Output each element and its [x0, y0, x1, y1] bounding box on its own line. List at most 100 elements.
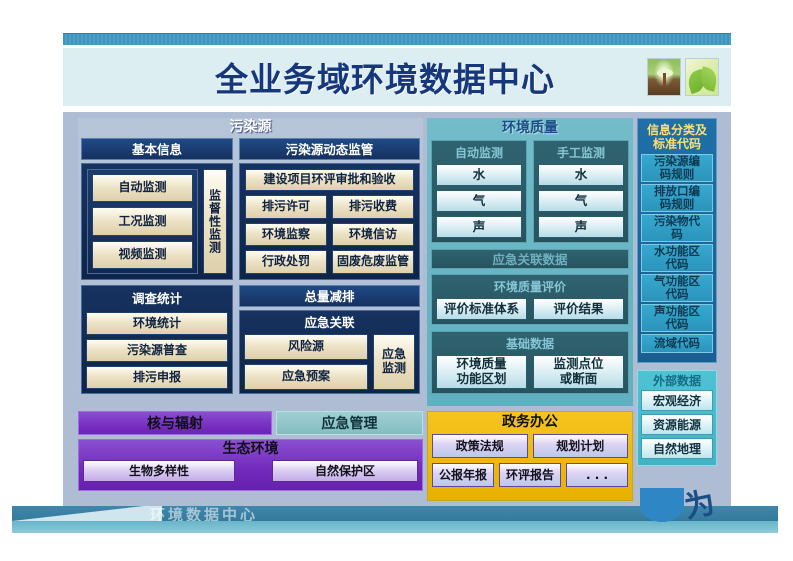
btn-eia-report[interactable]: 环评报告 — [499, 463, 561, 487]
dynamic-supervision-body: 建设项目环评审批和验收 排污许可 排污收费 环境监察 环境信访 行政处罚 固废危… — [239, 163, 420, 280]
btn-macro-economy[interactable]: 宏观经济 — [641, 390, 713, 411]
code-3-line1: 水功能区 — [654, 244, 700, 258]
info-classification-codes-section: 信息分类及 标准代码 污染源编 码规则 排放口编 码规则 污染物代 码 水功能区… — [637, 118, 717, 363]
btn-solid-hazard-waste[interactable]: 固废危废监管 — [332, 250, 414, 275]
btn-water-function-zone-code[interactable]: 水功能区 代码 — [641, 244, 713, 272]
btn-natural-geography[interactable]: 自然地理 — [641, 438, 713, 459]
btn-planning[interactable]: 规划计划 — [532, 434, 628, 458]
info-classification-codes-title: 信息分类及 标准代码 — [641, 122, 713, 154]
nuclear-radiation-section[interactable]: 核与辐射 — [78, 411, 272, 435]
emergency-link-header: 应急关联 — [304, 315, 355, 330]
btn-pollution-source-code-rule[interactable]: 污染源编 码规则 — [641, 154, 713, 182]
btn-pollutant-code[interactable]: 污染物代 码 — [641, 214, 713, 242]
btn-manual-noise[interactable]: 声 — [538, 216, 624, 238]
title-logo-group — [647, 58, 731, 96]
code-4-line1: 气功能区 — [654, 274, 700, 288]
auto-monitor-group: 自动监测 水 气 声 — [431, 140, 527, 243]
btn-basin-code[interactable]: 流域代码 — [641, 334, 713, 353]
codes-title-line2: 标准代码 — [652, 137, 701, 151]
btn-risk-source[interactable]: 风险源 — [244, 334, 368, 360]
quality-evaluation-header: 环境质量评价 — [493, 280, 566, 294]
basic-info-group: 基本信息 自动监测 工况监测 视频监测 监督性监测 — [81, 138, 233, 280]
total-reduction-header: 总量减排 — [239, 285, 420, 307]
code-5-line1: 声功能区 — [654, 304, 700, 318]
btn-outlet-code-rule[interactable]: 排放口编 码规则 — [641, 184, 713, 212]
btn-auto-air[interactable]: 气 — [436, 190, 522, 212]
emergency-related-data-bar: 应急关联数据 — [431, 249, 629, 269]
btn-air-function-zone-code[interactable]: 气功能区 代码 — [641, 274, 713, 302]
btn-env-inspection[interactable]: 环境监察 — [245, 222, 327, 247]
btn-discharge-permit[interactable]: 排污许可 — [245, 195, 327, 219]
btn-noise-function-zone-code[interactable]: 声功能区 代码 — [641, 304, 713, 332]
code-4-line2: 代码 — [665, 287, 689, 301]
btn-manual-air[interactable]: 气 — [538, 190, 624, 212]
btn-biodiversity[interactable]: 生物多样性 — [83, 460, 235, 482]
code-3-line2: 代码 — [665, 257, 689, 271]
btn-env-petition[interactable]: 环境信访 — [332, 222, 414, 247]
btn-bulletin-annual-report[interactable]: 公报年报 — [432, 463, 494, 487]
environmental-quality-title: 环境质量 — [502, 120, 558, 136]
basic-data-group: 基础数据 环境质量 功能区划 监测点位 或断面 — [431, 331, 629, 394]
leaf-photo-icon — [685, 58, 719, 96]
external-data-section: 外部数据 宏观经济 资源能源 自然地理 — [637, 370, 717, 466]
btn-nature-reserve[interactable]: 自然保护区 — [272, 460, 418, 482]
btn-env-statistics[interactable]: 环境统计 — [86, 312, 228, 335]
btn-eia-approval[interactable]: 建设项目环评审批和验收 — [245, 169, 414, 191]
title-band: 全业务域环境数据中心 — [63, 48, 731, 106]
btn-discharge-fee[interactable]: 排污收费 — [332, 195, 414, 219]
btn-auto-water[interactable]: 水 — [436, 164, 522, 186]
btn-resource-energy[interactable]: 资源能源 — [641, 414, 713, 435]
basic-info-header: 基本信息 — [81, 138, 233, 160]
survey-stats-group: 调查统计 环境统计 污染源普查 排污申报 — [81, 285, 233, 394]
survey-stats-header: 调查统计 — [131, 291, 182, 306]
btn-quality-function-zone[interactable]: 环境质量 功能区划 — [436, 355, 527, 389]
btn-auto-noise[interactable]: 声 — [436, 216, 522, 238]
btn-manual-water[interactable]: 水 — [538, 164, 624, 186]
btn-monitor-point-section-line1: 监测点位 — [553, 356, 604, 372]
btn-discharge-declaration[interactable]: 排污申报 — [86, 366, 228, 389]
page-title: 全业务域环境数据中心 — [215, 60, 555, 99]
btn-evaluation-standard[interactable]: 评价标准体系 — [436, 298, 527, 320]
code-5-line2: 代码 — [665, 317, 689, 331]
government-office-section: 政务办公 政策法规 规划计划 公报年报 环评报告 . . . — [427, 411, 633, 501]
ecology-title: 生态环境 — [222, 441, 279, 457]
top-ribbon-gap — [63, 45, 731, 48]
dynamic-supervision-group: 污染源动态监管 建设项目环评审批和验收 排污许可 排污收费 环境监察 环境信访 … — [239, 138, 420, 280]
sprout-photo-icon — [647, 58, 681, 96]
survey-stats-body: 调查统计 环境统计 污染源普查 排污申报 — [81, 285, 233, 394]
btn-quality-function-zone-line2: 功能区划 — [456, 371, 507, 386]
emergency-management-section[interactable]: 应急管理 — [276, 411, 423, 435]
footer-light-band — [12, 521, 778, 533]
footer-badge — [640, 488, 684, 522]
btn-auto-monitor[interactable]: 自动监测 — [92, 174, 193, 203]
btn-policy-regulation[interactable]: 政策法规 — [432, 434, 528, 458]
btn-monitor-point-section[interactable]: 监测点位 或断面 — [533, 355, 624, 389]
btn-monitor-point-section-line2: 或断面 — [559, 371, 598, 386]
btn-more[interactable]: . . . — [566, 463, 628, 487]
btn-evaluation-result[interactable]: 评价结果 — [533, 298, 624, 320]
manual-monitor-group: 手工监测 水 气 声 — [533, 140, 629, 243]
emergency-link-body: 应急关联 风险源 应急预案 应急监测 — [239, 310, 420, 394]
main-panel: 污染源 基本信息 自动监测 工况监测 视频监测 监督性监测 — [63, 112, 731, 507]
btn-emergency-plan[interactable]: 应急预案 — [244, 364, 368, 390]
auto-monitor-header: 自动监测 — [454, 146, 503, 160]
codes-title-line1: 信息分类及 — [646, 123, 707, 137]
btn-condition-monitor[interactable]: 工况监测 — [92, 207, 193, 236]
btn-pollution-census[interactable]: 污染源普查 — [86, 339, 228, 362]
manual-monitor-header: 手工监测 — [556, 146, 605, 160]
pollution-source-title: 污染源 — [229, 119, 272, 135]
basic-info-body: 自动监测 工况监测 视频监测 监督性监测 — [81, 163, 233, 280]
btn-video-monitor[interactable]: 视频监测 — [92, 240, 193, 269]
ecology-section: 生态环境 生物多样性 自然保护区 — [78, 439, 423, 491]
code-1-line2: 码规则 — [659, 197, 695, 211]
btn-quality-function-zone-line1: 环境质量 — [456, 356, 507, 372]
btn-emergency-monitor[interactable]: 应急监测 — [373, 334, 415, 390]
government-office-title: 政务办公 — [502, 414, 558, 430]
btn-supervisory-monitor[interactable]: 监督性监测 — [203, 169, 227, 274]
code-2-line2: 码 — [671, 227, 683, 241]
btn-admin-penalty[interactable]: 行政处罚 — [245, 250, 327, 275]
dynamic-supervision-header: 污染源动态监管 — [239, 138, 420, 160]
footer: 环境数据中心 为 — [0, 485, 793, 548]
basic-info-buttons: 自动监测 工况监测 视频监测 — [87, 169, 198, 274]
